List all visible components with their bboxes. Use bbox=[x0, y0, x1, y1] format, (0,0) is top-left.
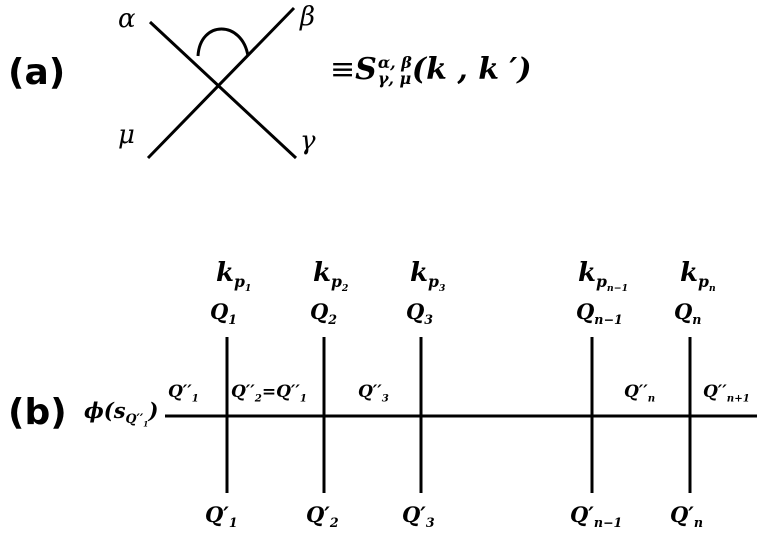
q-prime-label-1: Q′1 bbox=[205, 502, 238, 531]
crossing-line-mu-beta bbox=[146, 6, 296, 160]
phi-label: ϕ(sQ′′1) bbox=[84, 398, 159, 429]
q-prime-label-n: Q′n bbox=[670, 502, 704, 531]
k-label-n-1: kpn−1 bbox=[578, 258, 629, 295]
crossing-line-alpha-gamma bbox=[148, 20, 298, 160]
k-label-1: kp1 bbox=[216, 258, 252, 295]
crossing-arc bbox=[196, 27, 250, 57]
q-label-1: Q1 bbox=[210, 299, 238, 328]
q-prime-label-3: Q′3 bbox=[402, 502, 435, 531]
q-prime-label-2: Q′2 bbox=[306, 502, 339, 531]
leg-label-beta: β bbox=[300, 2, 316, 32]
leg-label-gamma: γ bbox=[300, 126, 316, 156]
segment-label-n-plus-1: Q′′n+1 bbox=[703, 382, 750, 405]
equiv-sign: ≡ bbox=[330, 52, 356, 87]
panel-a-label: (a) bbox=[8, 52, 66, 93]
s-subscript: γ, μ bbox=[377, 69, 412, 88]
panel-b-label: (b) bbox=[8, 392, 67, 433]
s-arguments: (k , k ′) bbox=[411, 52, 532, 87]
s-matrix-equation: ≡S α, β γ, μ (k , k ′) bbox=[330, 52, 532, 87]
s-symbol: S bbox=[355, 52, 377, 87]
segment-label-1: Q′′1 bbox=[168, 382, 199, 405]
leg-label-alpha: α bbox=[118, 4, 136, 34]
q-prime-label-n-1: Q′n−1 bbox=[570, 502, 623, 531]
k-label-2: kp2 bbox=[313, 258, 349, 295]
segment-label-n: Q′′n bbox=[624, 382, 656, 405]
q-label-2: Q2 bbox=[310, 299, 338, 328]
q-label-3: Q3 bbox=[406, 299, 434, 328]
k-label-n: kpn bbox=[680, 258, 716, 295]
s-superscript: α, β bbox=[377, 53, 412, 72]
leg-label-mu: μ bbox=[118, 120, 135, 150]
q-label-n-1: Qn−1 bbox=[576, 299, 623, 328]
k-label-3: kp3 bbox=[410, 258, 446, 295]
segment-label-2: Q′′2=Q′′1 bbox=[231, 382, 307, 405]
q-label-n: Qn bbox=[674, 299, 702, 328]
segment-label-3: Q′′3 bbox=[358, 382, 389, 405]
